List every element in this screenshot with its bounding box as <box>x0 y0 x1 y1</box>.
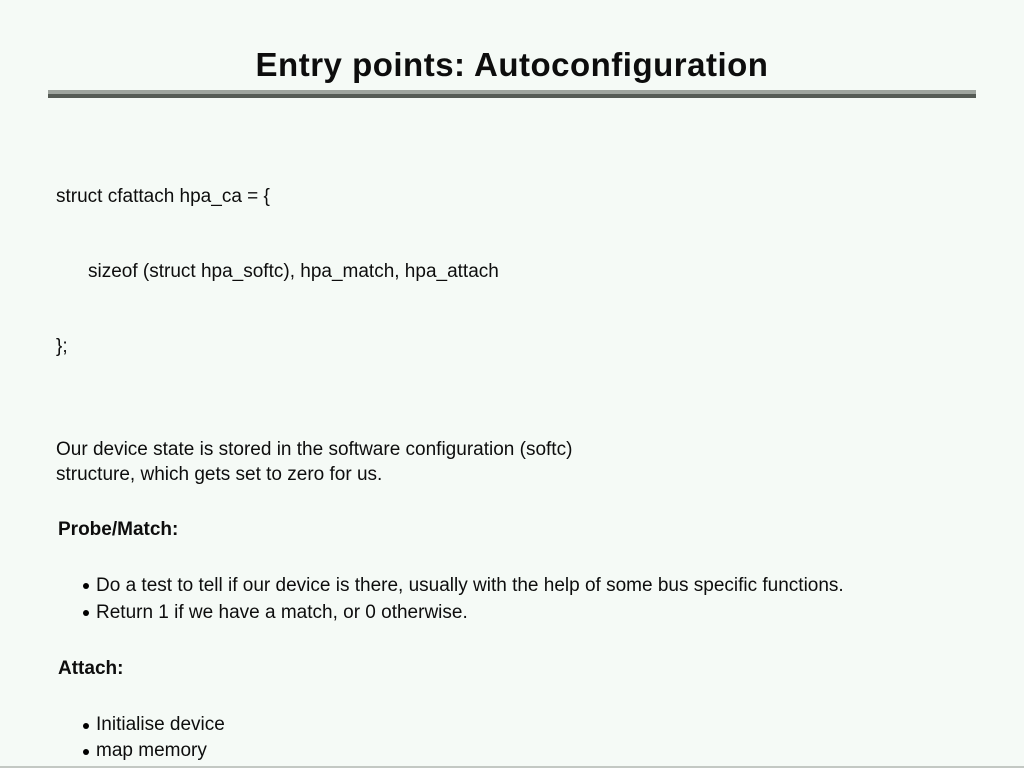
list-item: Return 1 if we have a match, or 0 otherw… <box>83 599 1024 626</box>
list-item: Initialise device <box>83 712 1024 738</box>
code-line: }; <box>56 336 68 357</box>
code-line: struct cfattach hpa_ca = { <box>56 186 270 207</box>
list-item: map memory <box>83 738 1024 764</box>
slide-bottom-edge <box>0 766 1024 768</box>
attach-bullet-list: Initialise device map memory map Interru… <box>0 712 1024 768</box>
bullet-dot-icon <box>83 610 89 616</box>
section-heading-attach: Attach: <box>58 658 124 679</box>
list-item-text: Do a test to tell if our device is there… <box>96 575 844 596</box>
list-item-text: Initialise device <box>96 714 225 735</box>
code-line: sizeof (struct hpa_softc), hpa_match, hp… <box>88 261 499 282</box>
code-block: struct cfattach hpa_ca = { sizeof (struc… <box>56 134 1024 409</box>
bullet-dot-icon <box>83 749 89 755</box>
intro-paragraph: Our device state is stored in the softwa… <box>56 437 1024 487</box>
list-item: Do a test to tell if our device is there… <box>83 572 1024 599</box>
intro-line: structure, which gets set to zero for us… <box>56 464 383 485</box>
list-item-text: Return 1 if we have a match, or 0 otherw… <box>96 602 468 623</box>
list-item-text: map memory <box>96 740 207 761</box>
section-heading-probe-match: Probe/Match: <box>58 519 179 540</box>
bullet-dot-icon <box>83 723 89 729</box>
slide-title: Entry points: Autoconfiguration <box>255 46 769 83</box>
bullet-dot-icon <box>83 583 89 589</box>
intro-line: Our device state is stored in the softwa… <box>56 439 573 460</box>
title-divider-rule <box>48 90 976 98</box>
probe-match-bullet-list: Do a test to tell if our device is there… <box>0 572 1024 626</box>
